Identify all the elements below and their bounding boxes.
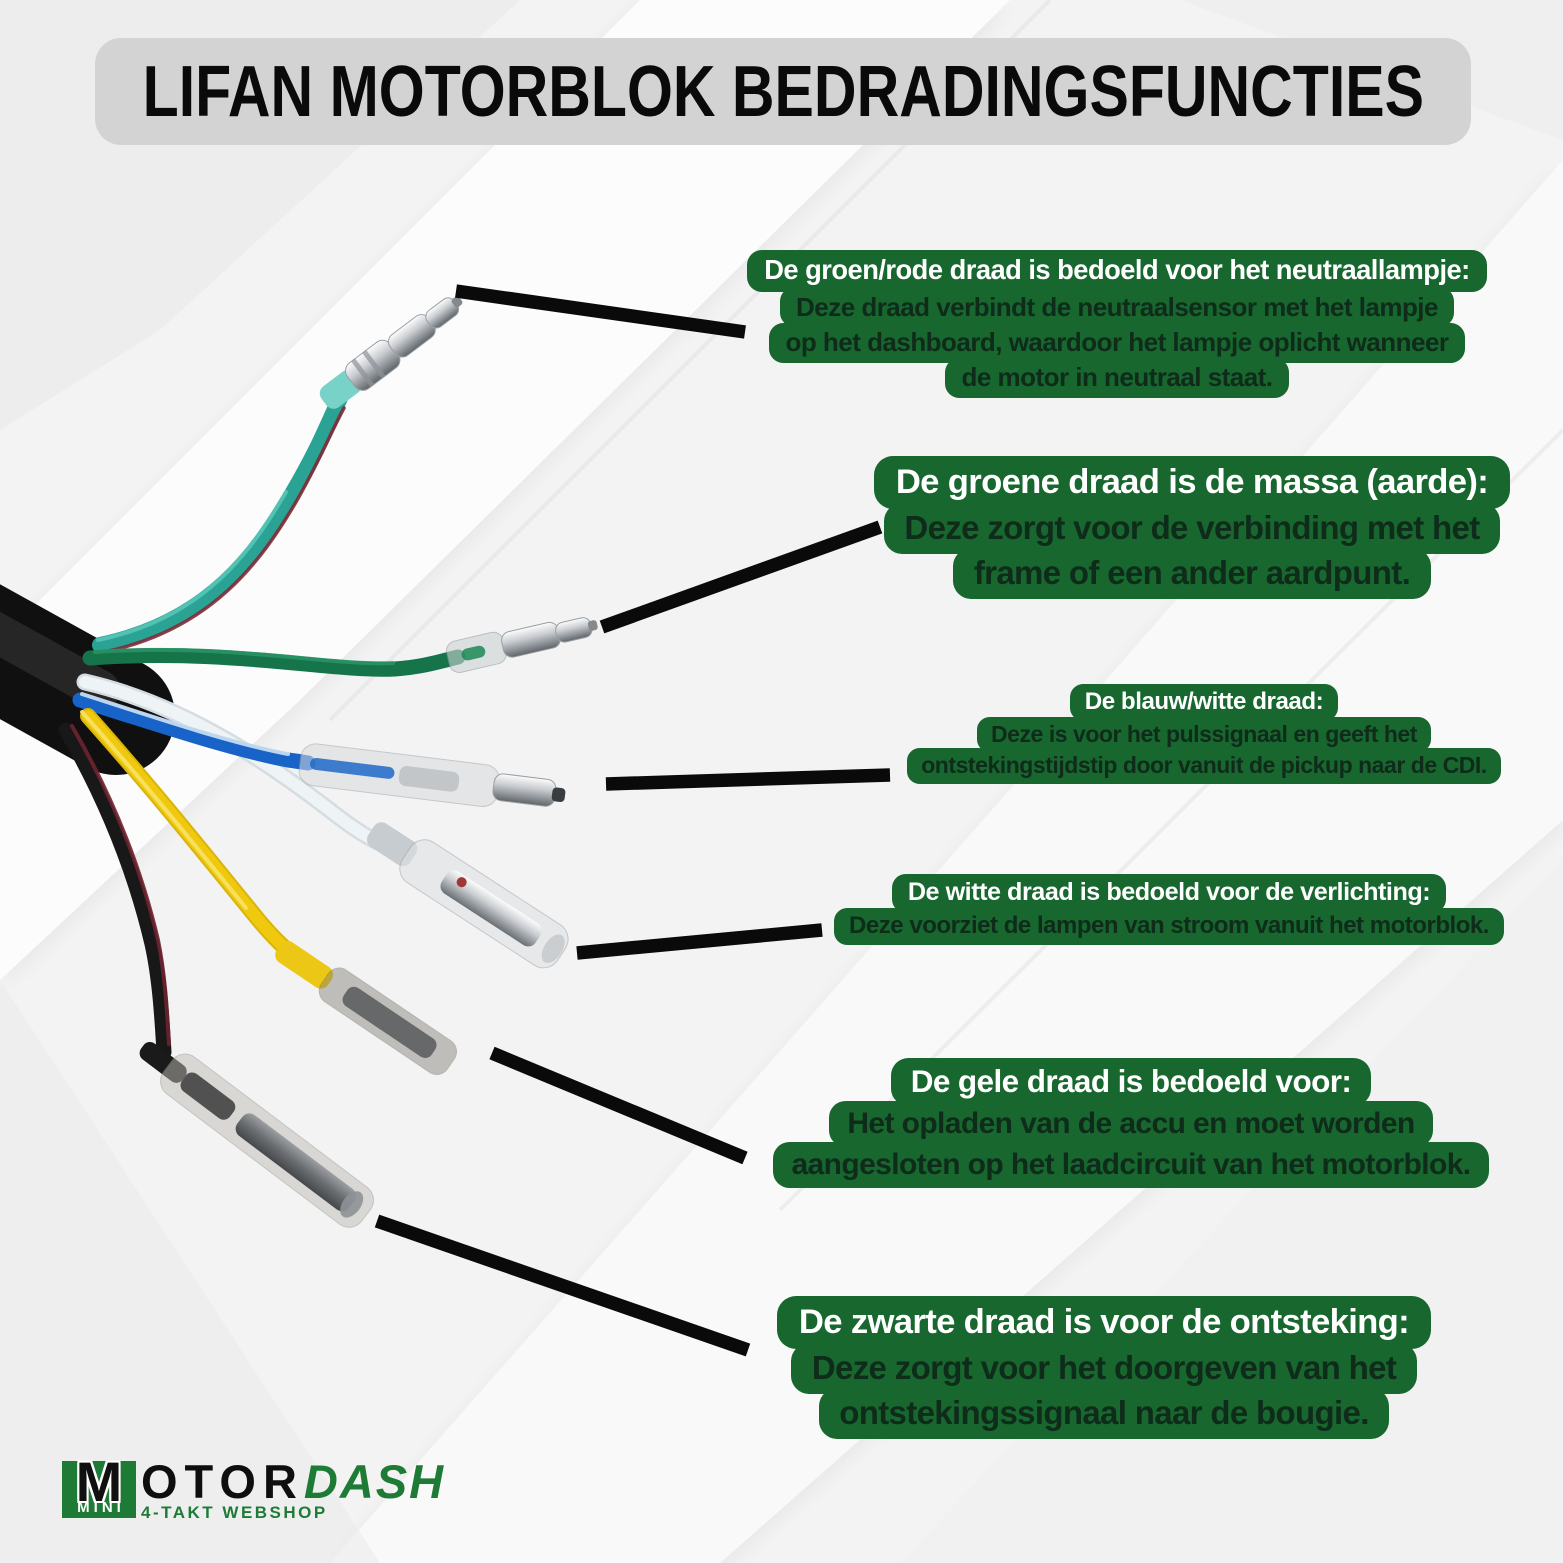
logo-dash-text: DASH bbox=[303, 1455, 446, 1508]
callout-green-wire: De groene draad is de massa (aarde): Dez… bbox=[742, 456, 1563, 600]
wire-green-red bbox=[92, 390, 348, 654]
callout-black-wire: De zwarte draad is voor de ontsteking: D… bbox=[654, 1296, 1554, 1440]
callout-line: Deze zorgt voor het doorgeven van het bbox=[791, 1343, 1417, 1395]
logo-tagline: 4-TAKT WEBSHOP bbox=[141, 1503, 328, 1522]
callout-heading: De groene draad is de massa (aarde): bbox=[874, 456, 1510, 510]
callout-yellow-wire: De gele draad is bedoeld voor: Het oplad… bbox=[681, 1058, 1563, 1189]
callout-line: Deze is voor het pulssignaal en geeft he… bbox=[976, 717, 1432, 753]
pointer-line-blue bbox=[605, 768, 891, 791]
logo-motor-text: OTOR bbox=[141, 1455, 304, 1508]
callout-white-wire: De witte draad is bedoeld voor de verlic… bbox=[719, 874, 1563, 946]
pointer-line-white bbox=[576, 923, 823, 960]
callout-line: Deze zorgt voor de verbinding met het bbox=[883, 503, 1501, 555]
connector-blue-wire bbox=[298, 743, 566, 808]
wire-black bbox=[58, 722, 172, 1060]
pointer-line-black bbox=[374, 1214, 751, 1357]
logo-m: M bbox=[75, 1450, 123, 1513]
pointer-line-yellow bbox=[489, 1046, 748, 1165]
logo-motordash: M MINI OTOR DASH 4-TAKT WEBSHOP bbox=[62, 1454, 446, 1523]
callout-line: Deze draad verbindt de neutraalsensor me… bbox=[779, 287, 1455, 328]
callout-heading: De blauw/witte draad: bbox=[1069, 684, 1339, 722]
pointer-line-green bbox=[599, 520, 883, 634]
connector-yellow-wire bbox=[275, 941, 457, 1075]
logo-mini: MINI bbox=[77, 1499, 125, 1516]
wire-green bbox=[82, 647, 466, 677]
callout-heading: De gele draad is bedoeld voor: bbox=[891, 1058, 1371, 1107]
title-banner: LIFAN MOTORBLOK BEDRADINGSFUNCTIES bbox=[95, 38, 1471, 145]
callout-line: Deze voorziet de lampen van stroom vanui… bbox=[834, 908, 1504, 946]
page-title: LIFAN MOTORBLOK BEDRADINGSFUNCTIES bbox=[142, 51, 1424, 132]
callout-green-red-wire: De groen/rode draad is bedoeld voor het … bbox=[667, 250, 1563, 399]
callout-line: frame of een ander aardpunt. bbox=[953, 548, 1431, 600]
connector-black-wire bbox=[139, 1041, 374, 1228]
callout-line: aangesloten op het laadcircuit van het m… bbox=[772, 1141, 1490, 1189]
callout-line: op het dashboard, waardoor het lampje op… bbox=[769, 322, 1465, 363]
callout-heading: De groen/rode draad is bedoeld voor het … bbox=[747, 250, 1487, 293]
callout-line: ontstekingssignaal naar de bougie. bbox=[818, 1388, 1390, 1440]
callout-line: Het opladen van de accu en moet worden bbox=[828, 1101, 1434, 1148]
callout-heading: De witte draad is bedoeld voor de verlic… bbox=[892, 874, 1446, 913]
connector-white-wire bbox=[366, 822, 569, 969]
callout-heading: De zwarte draad is voor de ontsteking: bbox=[777, 1296, 1431, 1350]
connector-green-red-wire bbox=[319, 296, 463, 409]
callout-line: de motor in neutraal staat. bbox=[945, 358, 1289, 399]
callout-blue-wire: De blauw/witte draad: Deze is voor het p… bbox=[754, 684, 1563, 784]
connector-green-wire bbox=[445, 617, 598, 673]
logo-mini-badge: M MINI bbox=[62, 1454, 136, 1518]
callout-line: ontstekingstijdstip door vanuit de picku… bbox=[906, 748, 1502, 784]
pointer-line-green-red bbox=[455, 284, 746, 339]
logo-wordmark: OTOR DASH 4-TAKT WEBSHOP bbox=[141, 1455, 446, 1523]
